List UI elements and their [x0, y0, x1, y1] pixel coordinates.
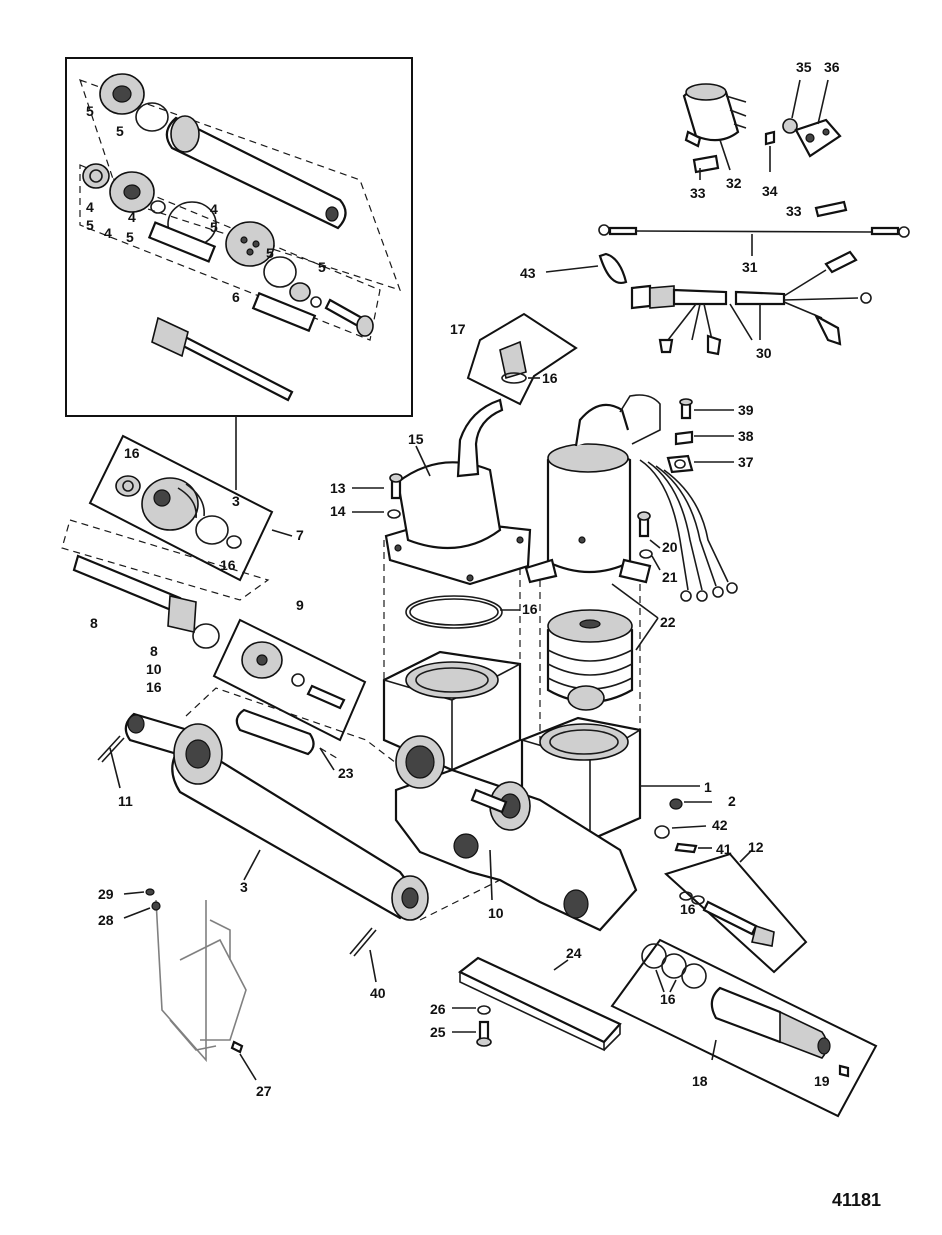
solenoid-assembly — [682, 79, 848, 218]
callout-42: 42 — [712, 817, 728, 833]
callout-12: 12 — [748, 839, 764, 855]
callout-5: 5 — [86, 217, 94, 233]
callout-5: 5 — [116, 123, 124, 139]
transom-bracket — [155, 899, 247, 1063]
callout-19: 19 — [814, 1073, 830, 1089]
callout-35: 35 — [796, 59, 812, 75]
callout-3: 3 — [232, 493, 240, 509]
callout-32: 32 — [726, 175, 742, 191]
callout-15: 15 — [408, 431, 424, 447]
callout-33: 33 — [690, 185, 706, 201]
callout-36: 36 — [824, 59, 840, 75]
callout-20: 20 — [662, 539, 678, 555]
callout-13: 13 — [330, 480, 346, 496]
callout-18: 18 — [692, 1073, 708, 1089]
callout-16: 16 — [146, 679, 162, 695]
callout-4: 4 — [86, 199, 94, 215]
callout-24: 24 — [566, 945, 582, 961]
callout-29: 29 — [98, 886, 114, 902]
callout-25: 25 — [430, 1024, 446, 1040]
pump-body — [382, 540, 700, 932]
callout-5: 5 — [126, 229, 134, 245]
callout-5: 5 — [86, 103, 94, 119]
kit-box-7 — [88, 434, 293, 582]
kit-box-cylinder-components — [65, 57, 413, 490]
wiring-harness — [630, 250, 872, 356]
callout-5: 5 — [318, 259, 326, 275]
callout-33: 33 — [786, 203, 802, 219]
callout-3: 3 — [240, 879, 248, 895]
callout-38: 38 — [738, 428, 754, 444]
callout-11: 11 — [118, 793, 133, 809]
kit-box-17 — [466, 312, 578, 406]
callout-4: 4 — [210, 201, 218, 217]
callout-43: 43 — [520, 265, 536, 281]
callout-16: 16 — [680, 901, 696, 917]
callout-34: 34 — [762, 183, 778, 199]
callout-23: 23 — [338, 765, 354, 781]
callout-7: 7 — [296, 527, 304, 543]
figure-number: 41181 — [832, 1190, 881, 1210]
callout-4: 4 — [128, 209, 136, 225]
callout-8: 8 — [90, 615, 98, 631]
callout-16: 16 — [660, 991, 676, 1007]
callout-26: 26 — [430, 1001, 446, 1017]
piston-rod-assembly — [61, 519, 270, 649]
callout-16: 16 — [542, 370, 558, 386]
kit-box-12 — [664, 849, 808, 974]
electric-motor — [524, 394, 738, 711]
callout-28: 28 — [98, 912, 114, 928]
callout-5: 5 — [266, 245, 274, 261]
callout-16: 16 — [124, 445, 140, 461]
callout-27: 27 — [256, 1083, 272, 1099]
callout-41: 41 — [716, 841, 732, 857]
callout-40: 40 — [370, 985, 386, 1001]
callout-10: 10 — [146, 661, 162, 677]
kit-box-9 — [212, 618, 367, 742]
callout-5: 5 — [210, 219, 218, 235]
callout-39: 39 — [738, 402, 754, 418]
reservoir-cover — [384, 398, 532, 629]
callout-17: 17 — [450, 321, 466, 337]
callout-30: 30 — [756, 345, 772, 361]
callout-4: 4 — [104, 225, 112, 241]
trim-cylinder — [97, 687, 541, 921]
callout-6: 6 — [232, 289, 240, 305]
callout-9: 9 — [296, 597, 304, 613]
callout-21: 21 — [662, 569, 678, 585]
callout-31: 31 — [742, 259, 758, 275]
kit-box-18 — [610, 938, 878, 1118]
callout-8: 8 — [150, 643, 158, 659]
callout-16: 16 — [220, 557, 236, 573]
callout-14: 14 — [330, 503, 346, 519]
callout-16: 16 — [522, 601, 538, 617]
battery-cable — [598, 224, 910, 256]
callout-2: 2 — [728, 793, 736, 809]
callout-10: 10 — [488, 905, 504, 921]
callout-1: 1 — [704, 779, 712, 795]
callout-37: 37 — [738, 454, 754, 470]
callout-22: 22 — [660, 614, 676, 630]
